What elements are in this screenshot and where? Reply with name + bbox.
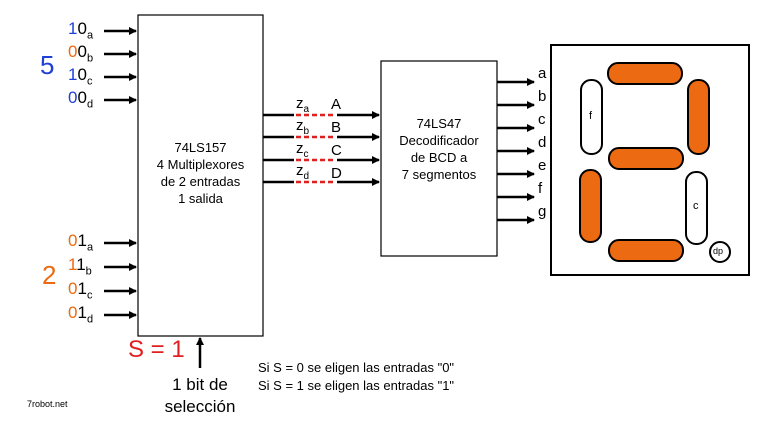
seg-out-b: b <box>538 88 547 105</box>
input-1c-sub: c <box>86 289 93 302</box>
input-0a-sub: a <box>86 29 94 42</box>
input-0d-label: 00d <box>68 88 94 112</box>
mux-line-4: 1 salida <box>178 191 223 206</box>
z-a-label: za <box>296 96 309 118</box>
letter-d-label: D <box>331 165 342 182</box>
mux-box <box>137 14 264 337</box>
input-1c-label: 01c <box>68 279 93 303</box>
mux-line-2: 4 Multiplexores <box>156 157 245 172</box>
input-1b-bit: 1 <box>68 255 77 274</box>
segment-g <box>608 147 684 170</box>
input-0c-label: 10c <box>68 65 93 89</box>
input-0d-base: 0 <box>77 88 87 107</box>
input-1a-base: 1 <box>77 231 87 250</box>
segment-a <box>607 62 683 85</box>
input-1a-sub: a <box>86 241 94 254</box>
input-1b-label: 11b <box>68 255 92 279</box>
segment-d <box>608 239 684 262</box>
seg-out-a: a <box>538 65 547 82</box>
input-1d-base: 1 <box>77 303 87 322</box>
input-1d-sub: d <box>86 313 94 326</box>
letter-b-label: B <box>331 119 342 136</box>
decoder-line-4: 7 segmentos <box>401 167 477 182</box>
note-s1: Si S = 1 se eligen las entradas "1" <box>258 378 455 393</box>
select-caption: 1 bit de selección <box>150 374 250 418</box>
select-label: S = 1 <box>128 336 185 363</box>
segment-output-arrows <box>497 78 535 224</box>
input-1b-base: 1 <box>76 255 86 274</box>
input-0b-sub: b <box>86 52 94 65</box>
input-0a-bit: 1 <box>68 19 78 38</box>
seg-out-f: f <box>538 180 543 197</box>
note-s0: Si S = 0 se eligen las entradas "0" <box>258 360 455 375</box>
input-0a-label: 10a <box>68 19 94 43</box>
input-1d-bit: 0 <box>68 303 78 322</box>
input-0c-sub: c <box>86 75 93 88</box>
decoder-box <box>380 60 498 257</box>
seg-out-c: c <box>538 111 546 128</box>
z-c-sub: c <box>303 149 309 160</box>
right-number: 2 <box>42 260 57 290</box>
seg-out-e: e <box>538 157 547 174</box>
mux-line-3: de 2 entradas <box>160 174 241 189</box>
input-1a-label: 01a <box>68 231 94 255</box>
decoder-line-1: 74LS47 <box>416 116 462 131</box>
input-0d-bit: 0 <box>68 88 78 107</box>
seg-out-d: d <box>538 134 547 151</box>
z-a-base: z <box>296 95 304 112</box>
z-c-base: z <box>296 140 304 157</box>
select-caption-line-2: selección <box>164 397 236 416</box>
select-caption-line-1: 1 bit de <box>172 375 228 394</box>
segment-e <box>579 169 602 243</box>
z-d-sub: d <box>303 171 310 182</box>
input-1b-sub: b <box>85 265 92 278</box>
z-b-sub: b <box>303 126 310 137</box>
input-1c-bit: 0 <box>68 279 78 298</box>
z-d-base: z <box>296 162 304 179</box>
letter-a-label: A <box>331 96 342 113</box>
decimal-point <box>709 241 731 263</box>
mux-line-1: 74LS157 <box>174 140 227 155</box>
decoder-box-label: 74LS47 Decodificador de BCD a 7 segmento… <box>381 115 497 183</box>
watermark: 7robot.net <box>27 399 68 409</box>
z-b-base: z <box>296 117 304 134</box>
letter-c-label: C <box>331 142 342 159</box>
mux-output-arrows <box>263 111 380 186</box>
mux-box-label: 74LS157 4 Multiplexores de 2 entradas 1 … <box>138 139 263 207</box>
z-c-label: zc <box>296 141 309 163</box>
seg-out-g: g <box>538 203 547 220</box>
input-0a-base: 0 <box>77 19 87 38</box>
display-label-f: f <box>589 110 593 122</box>
input-0b-base: 0 <box>77 42 87 61</box>
input-0b-label: 00b <box>68 42 94 66</box>
input-arrows-1 <box>104 239 137 319</box>
input-1a-bit: 0 <box>68 231 78 250</box>
segment-c <box>685 171 708 245</box>
display-label-dp: dp <box>713 246 724 256</box>
display-label-c: c <box>693 200 699 212</box>
input-1c-base: 1 <box>77 279 87 298</box>
z-b-label: zb <box>296 118 309 140</box>
dashed-links <box>296 113 336 184</box>
input-0b-bit: 0 <box>68 42 78 61</box>
input-0c-bit: 1 <box>68 65 78 84</box>
input-1d-label: 01d <box>68 303 94 327</box>
decoder-line-3: de BCD a <box>410 150 468 165</box>
input-arrows-0 <box>104 27 137 104</box>
decoder-line-2: Decodificador <box>399 133 479 148</box>
segment-f <box>580 79 603 155</box>
input-0d-sub: d <box>86 98 94 111</box>
input-0c-base: 0 <box>77 65 87 84</box>
z-a-sub: a <box>303 104 310 115</box>
segment-b <box>687 79 710 155</box>
z-d-label: zd <box>296 163 309 185</box>
left-number: 5 <box>40 50 55 80</box>
